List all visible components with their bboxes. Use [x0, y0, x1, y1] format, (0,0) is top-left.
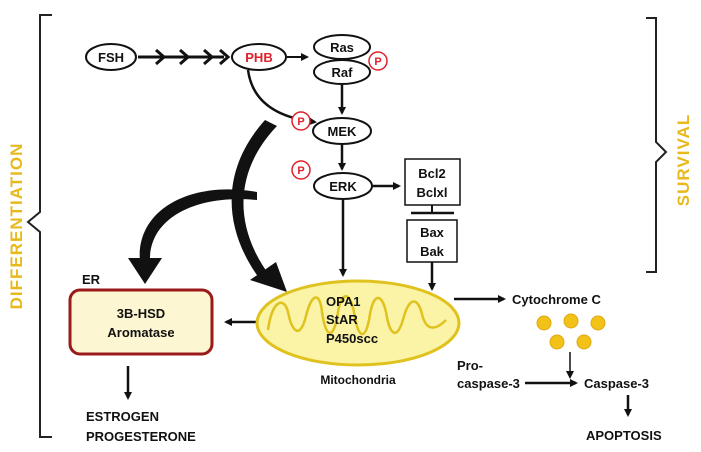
raf-label: Raf	[332, 65, 354, 80]
bclxl-label: Bclxl	[416, 185, 447, 200]
fsh-node	[85, 43, 137, 71]
opa1-label: OPA1	[326, 294, 360, 309]
erk-phospho-badge	[291, 160, 311, 180]
mek-node	[312, 117, 372, 145]
pro-label: Pro-	[457, 358, 483, 373]
bcl2-bclxl-box	[404, 158, 461, 206]
apoptosis-label: APOPTOSIS	[586, 428, 662, 443]
raf-node	[313, 59, 371, 85]
bak-label: Bak	[420, 244, 445, 259]
hsd-label: 3B-HSD	[117, 306, 165, 321]
phb-to-mito-arrowhead	[250, 262, 287, 292]
progesterone-label: PROGESTERONE	[86, 429, 196, 444]
differentiation-label: DIFFERENTIATION	[7, 143, 26, 310]
mek-phospho-label: P	[297, 116, 304, 128]
star-label: StAR	[326, 312, 358, 327]
bcl2-label: Bcl2	[418, 166, 445, 181]
survival-brace	[646, 17, 668, 273]
bax-bak-box	[406, 219, 458, 263]
phb-node	[231, 43, 287, 71]
raf-phospho-badge	[368, 51, 388, 71]
survival-label: SURVIVAL	[674, 114, 693, 206]
procaspase-label: caspase-3	[457, 376, 520, 391]
cytochrome-dots	[536, 313, 606, 350]
mek-phospho-badge	[291, 111, 311, 131]
mitochondrion-icon	[255, 279, 461, 367]
er-label: ER	[82, 272, 101, 287]
caspase-label: Caspase-3	[584, 376, 649, 391]
phb-label: PHB	[245, 50, 272, 65]
p450scc-label: P450scc	[326, 331, 378, 346]
aromatase-label: Aromatase	[107, 325, 174, 340]
er-box	[68, 288, 214, 356]
estrogen-label: ESTROGEN	[86, 409, 159, 424]
differentiation-brace	[26, 14, 52, 438]
fsh-label: FSH	[98, 50, 124, 65]
raf-phospho-label: P	[374, 56, 381, 68]
fsh-to-phb-arrows	[138, 48, 231, 66]
bax-label: Bax	[420, 225, 445, 240]
erk-node	[313, 172, 373, 200]
erk-phospho-label: P	[297, 165, 304, 177]
phb-to-mito-curve	[231, 120, 277, 282]
mek-label: MEK	[328, 124, 358, 139]
to-er-curve	[139, 189, 257, 262]
ras-label: Ras	[330, 40, 354, 55]
to-er-arrowhead	[128, 258, 162, 284]
mitochondria-label: Mitochondria	[320, 373, 396, 387]
cytochrome-label: Cytochrome C	[512, 292, 601, 307]
erk-label: ERK	[329, 179, 357, 194]
